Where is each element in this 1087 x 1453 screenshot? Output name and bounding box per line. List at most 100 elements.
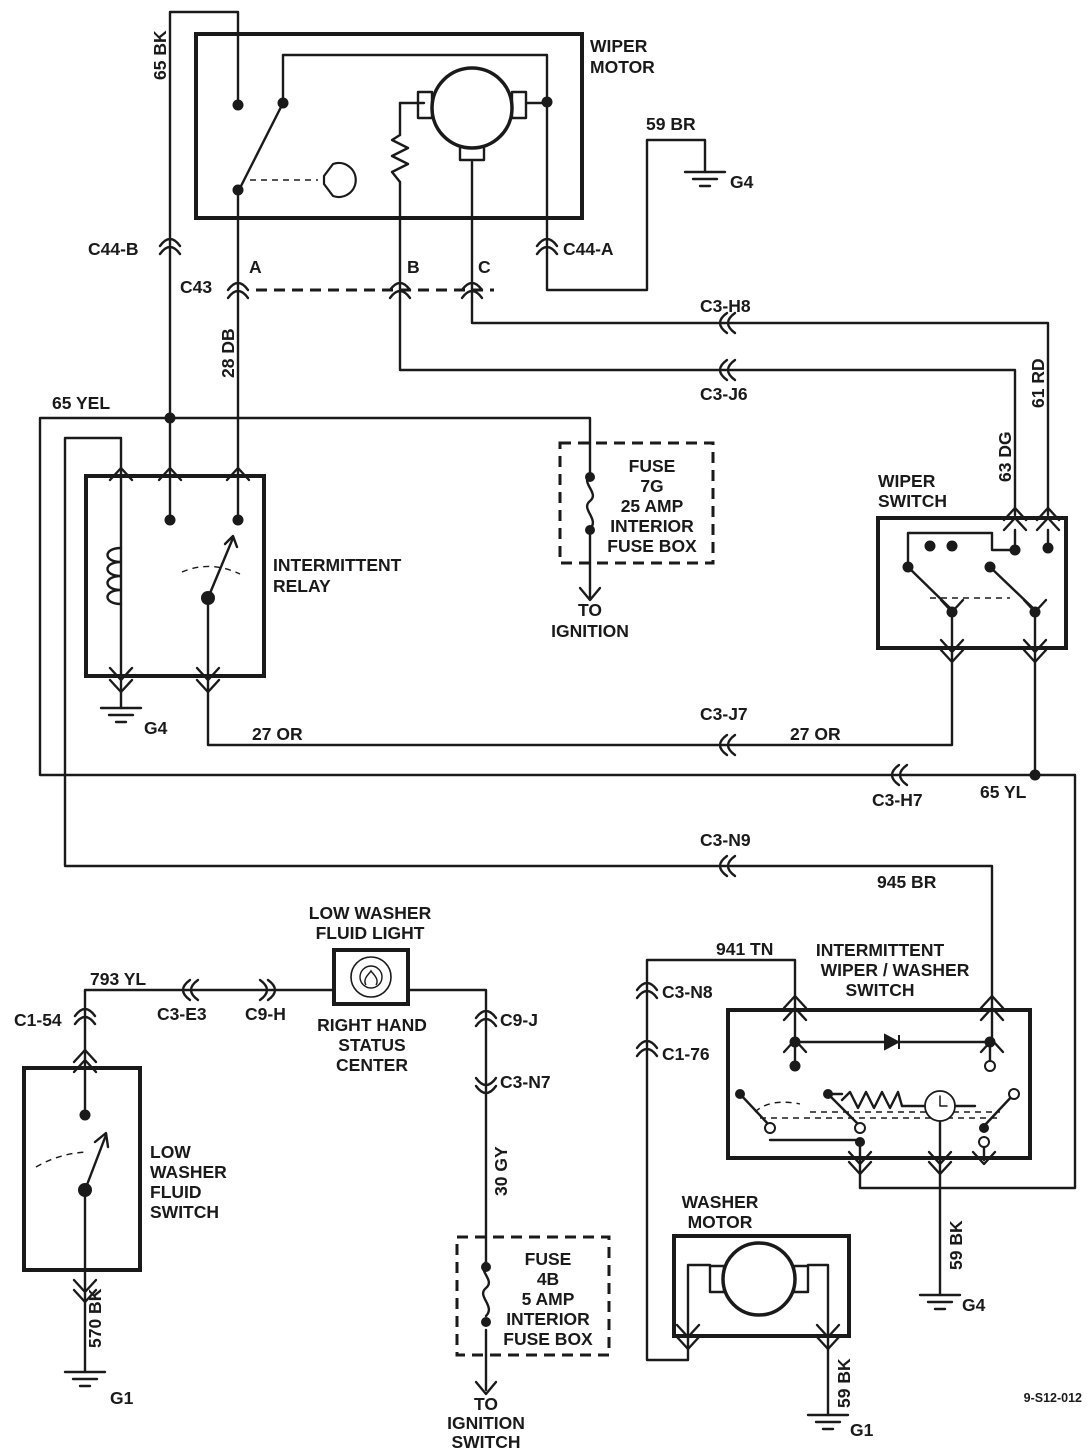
conn-c9h: C9-H	[245, 1004, 286, 1024]
timer-clock-icon	[924, 1090, 956, 1122]
conn-c3n9: C3-N9	[700, 830, 751, 850]
wire-793yl: 793 YL	[90, 969, 146, 989]
rh-status-label-3: CENTER	[336, 1055, 408, 1075]
conn-c3j7: C3-J7	[700, 704, 748, 724]
connector-symbols	[73, 237, 909, 1095]
wire-941tn: 941 TN	[716, 939, 773, 959]
ground-g4-top: G4	[730, 172, 754, 192]
int-switch-label-3: SWITCH	[845, 980, 914, 1000]
relay-label-1: INTERMITTENT	[273, 555, 402, 575]
lwf-light-label-2: FLUID LIGHT	[316, 923, 425, 943]
wiper-motor-park-cam	[250, 161, 357, 199]
ground-symbols	[63, 170, 962, 1431]
conn-pin-c: C	[478, 257, 491, 277]
washer-motor-box	[672, 1234, 851, 1338]
intermittent-relay-box	[84, 474, 266, 678]
wiper-switch-label-2: SWITCH	[878, 491, 947, 511]
connector-labels: C44-B C44-A C43 A B C C3-H8 C3-J6 C3-J7 …	[14, 239, 923, 1092]
fuse-7g-label-4: INTERIOR	[610, 516, 694, 536]
conn-c43: C43	[180, 277, 212, 297]
fuse-7g-element	[585, 473, 595, 531]
conn-c3n7: C3-N7	[500, 1072, 551, 1092]
rh-status-label-2: STATUS	[338, 1035, 405, 1055]
wiper-motor-symbol	[416, 66, 528, 162]
wire-27or-right: 27 OR	[790, 724, 841, 744]
wire-945br: 945 BR	[877, 872, 937, 892]
ground-g1-bottom: G1	[850, 1420, 874, 1440]
to-ignition-switch-label-3: SWITCH	[451, 1432, 520, 1452]
wire-61rd: 61 RD	[1028, 358, 1048, 408]
wire-59bk-right: 59 BK	[946, 1220, 966, 1270]
conn-c44a: C44-A	[563, 239, 614, 259]
fuse-7g-label-1: FUSE	[629, 456, 676, 476]
to-ignition-switch-label-1: TO	[474, 1394, 498, 1414]
wires	[38, 10, 1077, 1417]
lwf-switch-dashed-arc	[35, 1151, 89, 1168]
conn-pin-b: B	[407, 257, 420, 277]
wire-30gy: 30 GY	[491, 1146, 511, 1196]
rh-status-label-1: RIGHT HAND	[317, 1015, 427, 1035]
conn-c44b: C44-B	[88, 239, 139, 259]
washer-motor-label-1: WASHER	[682, 1192, 759, 1212]
to-ignition-label-1: TO	[578, 600, 602, 620]
wire-59bk-bottom: 59 BK	[834, 1358, 854, 1408]
ground-g4-relay: G4	[144, 718, 168, 738]
fuse-7g-dashed-box	[558, 441, 715, 565]
wire-570bk: 570 BK	[85, 1288, 105, 1348]
conn-c3e3: C3-E3	[157, 1004, 207, 1024]
wiper-switch-box	[876, 516, 1068, 650]
conn-c3h8: C3-H8	[700, 296, 751, 316]
wire-27or-left: 27 OR	[252, 724, 303, 744]
fuse-7g-label-3: 25 AMP	[621, 496, 684, 516]
lwf-light-label-1: LOW WASHER	[309, 903, 432, 923]
int-switch-label-1: INTERMITTENT	[816, 940, 945, 960]
washer-motor-label-2: MOTOR	[688, 1212, 753, 1232]
wiper-motor-label-1: WIPER	[590, 36, 648, 56]
conn-c154: C1-54	[14, 1010, 62, 1030]
wire-65yel: 65 YEL	[52, 393, 110, 413]
fuse-7g-label-2: 7G	[640, 476, 663, 496]
conn-c176: C1-76	[662, 1044, 710, 1064]
low-washer-fluid-switch-box	[22, 1066, 142, 1272]
int-switch-label-2: WIPER / WASHER	[821, 960, 970, 980]
wire-65yl: 65 YL	[980, 782, 1027, 802]
fuse-4b-label-3: 5 AMP	[522, 1289, 575, 1309]
fuse-4b-label-4: INTERIOR	[506, 1309, 590, 1329]
ground-g4-right: G4	[962, 1295, 986, 1315]
relay-coil-symbol	[106, 546, 123, 606]
conn-c3j6: C3-J6	[700, 384, 748, 404]
diode-icon	[884, 1033, 901, 1051]
to-ignition-label-2: IGNITION	[551, 621, 629, 641]
ground-labels: G4 G4 G4 G1 G1	[110, 172, 986, 1440]
ground-g1-left: G1	[110, 1388, 134, 1408]
wire-65bk-top: 65 BK	[150, 30, 170, 80]
wire-labels: 65 BK 59 BR 28 DB 65 YEL 61 RD 63 DG 27 …	[52, 30, 1048, 1408]
fuse-4b-label-2: 4B	[537, 1269, 559, 1289]
fuse-4b-dashed-box	[455, 1235, 611, 1357]
relay-label-2: RELAY	[273, 576, 331, 596]
wire-59br: 59 BR	[646, 114, 696, 134]
lwf-switch-label-4: SWITCH	[150, 1202, 219, 1222]
fuse-7g-label-5: FUSE BOX	[607, 536, 697, 556]
lwf-switch-label-1: LOW	[150, 1142, 191, 1162]
conn-c9j: C9-J	[500, 1010, 538, 1030]
wiper-switch-label-1: WIPER	[878, 471, 936, 491]
component-labels: WIPER MOTOR INTERMITTENT RELAY WIPER SWI…	[150, 36, 970, 1452]
wire-63dg: 63 DG	[995, 431, 1015, 482]
low-washer-fluid-light-icon	[332, 948, 410, 1006]
fuse-4b-label-1: FUSE	[525, 1249, 572, 1269]
int-wiper-washer-switch-box	[726, 1008, 1032, 1160]
conn-c3h7: C3-H7	[872, 790, 923, 810]
fuse-4b-label-5: FUSE BOX	[503, 1329, 593, 1349]
lwf-switch-label-3: FLUID	[150, 1182, 202, 1202]
wiper-motor-box	[194, 32, 584, 220]
to-ignition-switch-label-2: IGNITION	[447, 1413, 525, 1433]
lwf-switch-label-2: WASHER	[150, 1162, 227, 1182]
conn-c3n8: C3-N8	[662, 982, 713, 1002]
wiper-motor-label-2: MOTOR	[590, 57, 655, 77]
contacts-and-junctions	[78, 96, 1054, 1327]
figure-id: 9-S12-012	[1024, 1391, 1082, 1405]
washer-motor-symbol	[708, 1241, 810, 1317]
relay-dashed-arc	[181, 565, 241, 575]
